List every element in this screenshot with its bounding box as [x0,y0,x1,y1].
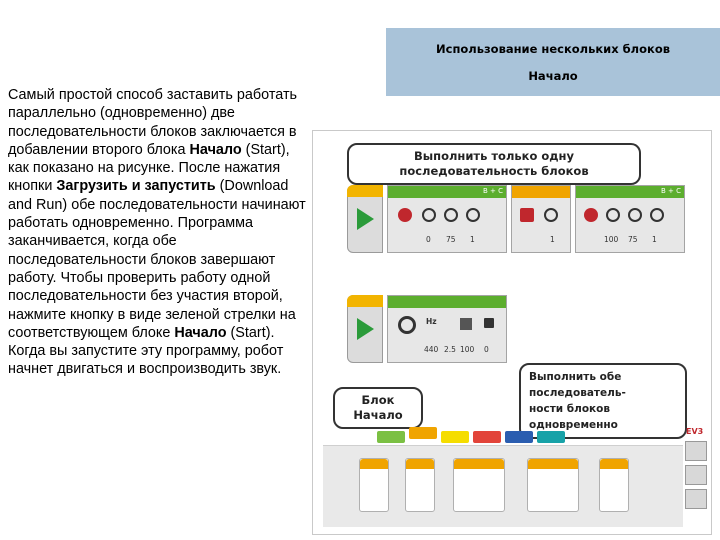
sequence-2: Hz 440 2.5 100 0 [347,295,547,365]
tab-action[interactable] [377,431,405,443]
move-block-2[interactable]: B + C 100 75 1 [575,185,685,253]
steering-value: 100 [604,235,619,244]
rotations-value: 1 [652,235,657,244]
tab-sensor[interactable] [441,431,469,443]
play-icon[interactable] [357,208,374,230]
tab-flow[interactable] [409,427,437,439]
download-run-button[interactable] [685,465,707,485]
program-screenshot: Выполнить только одну последовательность… [312,130,712,535]
palette-wait-block[interactable] [405,458,435,512]
timer-icon [544,208,558,222]
palette-loop-block[interactable] [453,458,505,512]
port-label: B + C [660,187,681,195]
programming-canvas: Выполнить только одну последовательность… [323,139,687,439]
power-icon [628,208,642,222]
rotations-value: 1 [470,235,475,244]
play-icon[interactable] [357,318,374,340]
flag-icon [484,318,494,328]
sequence-1: B + C 0 75 1 1 B + C [347,185,687,255]
title-line-1: Использование нескольких блоков [436,42,670,56]
motor-icon [398,208,412,222]
play-type-value: 0 [484,345,489,354]
volume-icon [460,318,472,330]
power-icon [444,208,458,222]
speaker-icon [398,316,416,334]
hourglass-icon [520,208,534,222]
palette-switch-block[interactable] [527,458,579,512]
tab-myblocks[interactable] [537,431,565,443]
bold-download: Загрузить и запустить [56,178,216,195]
body-text-3: (Download and Run) обе последовательност… [8,178,306,341]
palette-start-block[interactable] [359,458,389,512]
callout-one-sequence: Выполнить только одну последовательность… [347,143,641,185]
port-label: B + C [482,187,503,195]
steering-icon [422,208,436,222]
ev3-label: EV3 [686,427,704,436]
rotations-icon [650,208,664,222]
sound-block[interactable]: Hz 440 2.5 100 0 [387,295,507,363]
start-block-1[interactable] [347,185,383,253]
callout-start-block: Блок Начало [333,387,423,429]
download-button[interactable] [685,441,707,461]
callout-both-sequences: Выполнить обе последователь- ности блоко… [519,363,687,439]
title-line-2: Начало [528,69,578,83]
duration-value: 2.5 [444,345,456,354]
power-value: 75 [446,235,456,244]
body-text-1: Самый простой способ заставить работать … [8,87,298,158]
wait-value: 1 [550,235,555,244]
bold-start-2: Начало [174,324,227,341]
wait-block[interactable]: 1 [511,185,571,253]
palette-loop-interrupt-block[interactable] [599,458,629,512]
volume-value: 100 [460,345,475,354]
power-value: 75 [628,235,638,244]
body-text-2: (Start), как показано на рисунке. После … [8,141,290,195]
bold-start: Начало [189,141,242,158]
body-paragraph: Самый простой способ заставить работать … [8,86,308,379]
hardware-panel: EV3 [685,427,707,527]
title-banner: Использование нескольких блоков Начало [386,28,720,96]
tab-advanced[interactable] [505,431,533,443]
move-block-1[interactable]: B + C 0 75 1 [387,185,507,253]
rotations-icon [466,208,480,222]
run-selected-button[interactable] [685,489,707,509]
hz-label: Hz [426,317,437,326]
tab-data[interactable] [473,431,501,443]
steering-value: 0 [426,235,431,244]
block-palette-tabs[interactable] [373,427,673,445]
body-text-4: (Start). Когда вы запустите эту программ… [8,324,284,378]
flow-blocks-palette [323,445,683,527]
steering-icon [606,208,620,222]
frequency-value: 440 [424,345,439,354]
start-block-2[interactable] [347,295,383,363]
motor-icon [584,208,598,222]
